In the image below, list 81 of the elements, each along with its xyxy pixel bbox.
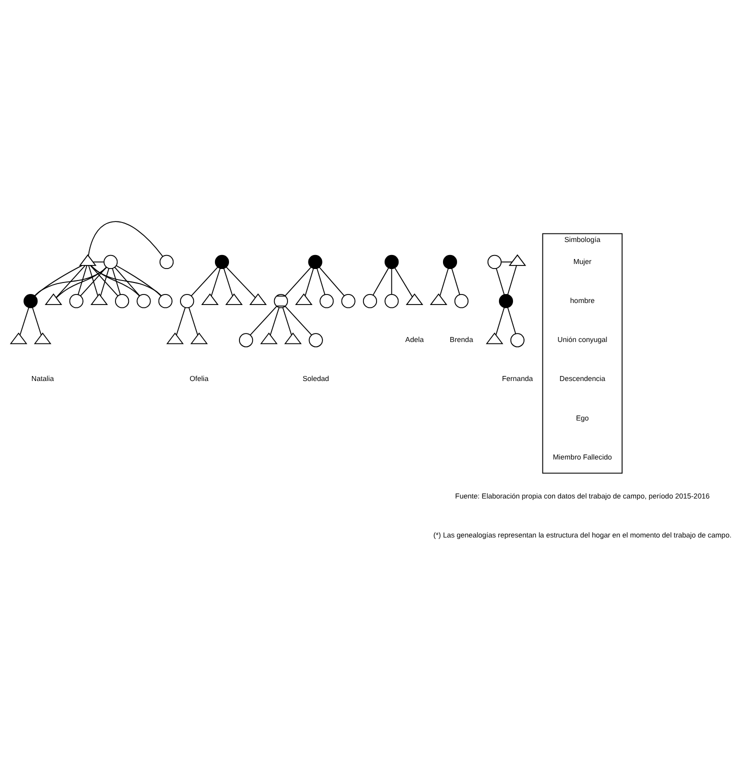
connector bbox=[88, 220, 164, 256]
node-disc bbox=[498, 294, 514, 308]
connector bbox=[188, 306, 198, 335]
node-circle bbox=[487, 254, 502, 269]
connector bbox=[176, 306, 186, 335]
node-triangle bbox=[44, 292, 62, 304]
node-circle bbox=[104, 254, 118, 269]
connector bbox=[282, 306, 292, 335]
connector bbox=[223, 268, 233, 296]
connector bbox=[507, 306, 516, 334]
connector bbox=[316, 268, 326, 294]
connector bbox=[496, 268, 505, 294]
connector bbox=[88, 264, 98, 296]
node-disc bbox=[214, 254, 230, 269]
node-triangle bbox=[79, 254, 96, 266]
connector bbox=[284, 266, 312, 296]
node-circle bbox=[320, 294, 334, 308]
node-circle bbox=[341, 294, 356, 308]
node-triangle bbox=[190, 332, 208, 344]
connector bbox=[451, 268, 460, 294]
node-circle bbox=[136, 294, 151, 308]
connector bbox=[34, 266, 108, 296]
node-disc bbox=[24, 294, 38, 308]
node-triangle bbox=[486, 332, 504, 344]
node-triangle bbox=[284, 332, 302, 344]
connector bbox=[100, 268, 110, 296]
connector bbox=[226, 266, 256, 298]
connector bbox=[90, 264, 118, 296]
connector bbox=[495, 306, 505, 335]
node-circle bbox=[362, 294, 378, 308]
node-disc bbox=[308, 254, 322, 269]
connector bbox=[20, 306, 30, 335]
connector bbox=[90, 264, 162, 296]
node-circle bbox=[384, 294, 399, 308]
connector bbox=[116, 264, 162, 296]
node-circle bbox=[180, 294, 194, 308]
node-disc bbox=[384, 254, 399, 269]
connector bbox=[80, 266, 107, 296]
connector bbox=[394, 266, 413, 297]
connector bbox=[190, 266, 218, 296]
node-triangle bbox=[34, 332, 52, 344]
node-disc bbox=[442, 254, 458, 269]
connector bbox=[507, 264, 517, 294]
node-circle bbox=[160, 254, 174, 269]
node-triangle bbox=[90, 292, 108, 304]
node-triangle bbox=[406, 292, 424, 304]
node-circle bbox=[69, 294, 84, 308]
node-triangle bbox=[249, 292, 267, 304]
connector bbox=[56, 266, 107, 298]
connector bbox=[112, 268, 121, 294]
node-triangle bbox=[430, 292, 448, 304]
connector bbox=[391, 268, 392, 294]
node-circle bbox=[454, 294, 469, 308]
node-triangle bbox=[166, 332, 184, 344]
connector bbox=[440, 268, 449, 296]
connector bbox=[372, 267, 389, 296]
node-circle bbox=[115, 294, 130, 308]
node-triangle bbox=[508, 254, 526, 266]
node-circle bbox=[510, 332, 524, 347]
connector bbox=[284, 305, 312, 335]
connector bbox=[318, 266, 345, 296]
node-triangle bbox=[10, 332, 28, 344]
connector bbox=[210, 268, 221, 296]
connector bbox=[250, 305, 278, 335]
connector bbox=[304, 268, 314, 296]
connector bbox=[270, 306, 280, 335]
node-triangle bbox=[260, 332, 278, 344]
node-triangle bbox=[225, 292, 243, 304]
connector bbox=[114, 266, 140, 296]
connector bbox=[90, 264, 140, 296]
node-circle bbox=[238, 332, 254, 347]
connector bbox=[34, 264, 83, 296]
connector bbox=[500, 261, 513, 262]
connector bbox=[92, 261, 104, 262]
node-circle bbox=[308, 332, 323, 347]
connector bbox=[78, 264, 88, 294]
node-triangle bbox=[201, 292, 219, 304]
node-circle bbox=[158, 294, 172, 308]
connector bbox=[56, 264, 86, 298]
node-triangle bbox=[295, 292, 313, 304]
connector bbox=[32, 306, 42, 335]
